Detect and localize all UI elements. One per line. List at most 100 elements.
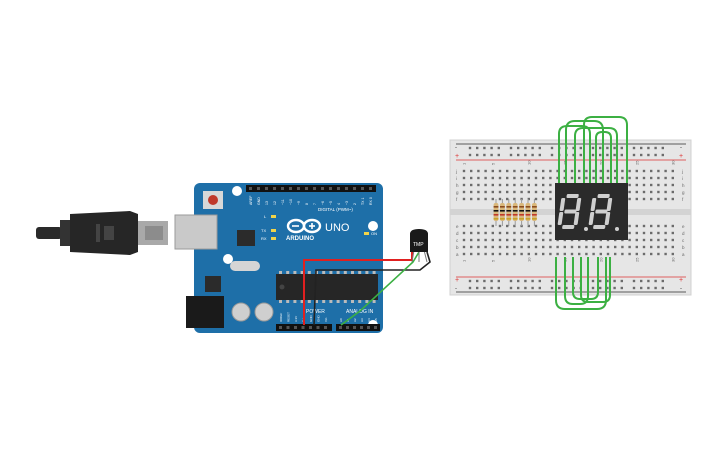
decimal-point bbox=[615, 227, 619, 231]
header-pin[interactable] bbox=[249, 187, 252, 190]
column-number: 25 bbox=[634, 257, 639, 262]
row-letter: i bbox=[456, 176, 457, 181]
pin-label: 8 bbox=[305, 203, 309, 205]
header-pin[interactable] bbox=[273, 187, 276, 190]
power-label: POWER bbox=[306, 309, 325, 315]
digital-header-label: DIGITAL (PWM~) bbox=[318, 207, 353, 212]
display-digit bbox=[588, 194, 619, 231]
wire-5v[interactable] bbox=[303, 252, 413, 325]
header-pin[interactable] bbox=[289, 187, 292, 190]
header-pin[interactable] bbox=[279, 326, 282, 329]
logo-text: ARDUINO bbox=[286, 236, 314, 242]
pin-label: GND bbox=[257, 197, 261, 205]
header-pin[interactable] bbox=[360, 326, 363, 329]
row-letter: b bbox=[456, 245, 459, 250]
segment-wires-bottom[interactable] bbox=[555, 257, 611, 310]
header-pin[interactable] bbox=[324, 326, 327, 329]
led-l bbox=[271, 215, 276, 218]
header-pin[interactable] bbox=[265, 187, 268, 190]
header-pin[interactable] bbox=[369, 187, 372, 190]
resistor[interactable] bbox=[519, 199, 524, 226]
seven-segment-display[interactable] bbox=[555, 183, 628, 240]
dc-power-jack bbox=[186, 296, 224, 328]
resistor[interactable] bbox=[512, 199, 518, 226]
header-pin[interactable] bbox=[301, 326, 305, 329]
sensor-body bbox=[410, 229, 428, 252]
capacitor bbox=[254, 302, 274, 322]
header-pin[interactable] bbox=[361, 187, 364, 190]
header-pin[interactable] bbox=[309, 326, 312, 329]
rail-plus-label: + bbox=[455, 277, 459, 284]
segment-wires-top[interactable] bbox=[558, 116, 628, 183]
segment bbox=[559, 198, 566, 211]
segment bbox=[597, 194, 610, 198]
pin-label: 13 bbox=[265, 201, 269, 205]
resistor[interactable] bbox=[506, 199, 512, 226]
resistor[interactable] bbox=[493, 199, 499, 226]
column-number: 10 bbox=[526, 160, 531, 165]
segment bbox=[606, 198, 613, 211]
atmega-chip bbox=[276, 271, 378, 303]
row-letter: c bbox=[456, 238, 459, 243]
header-pin[interactable] bbox=[337, 187, 340, 190]
row-letter: g bbox=[682, 190, 685, 195]
led-rx bbox=[271, 237, 276, 240]
wire-gnd[interactable] bbox=[313, 251, 431, 326]
header-pin[interactable] bbox=[353, 326, 356, 329]
segment bbox=[588, 212, 595, 225]
segment bbox=[557, 212, 564, 225]
header-pin[interactable] bbox=[367, 326, 370, 329]
column-number: 5 bbox=[490, 259, 495, 262]
wire-signal[interactable] bbox=[340, 251, 420, 326]
column-number: 20 bbox=[598, 257, 603, 262]
resistor-array[interactable] bbox=[493, 199, 537, 226]
header-pin[interactable] bbox=[339, 326, 342, 329]
column-number: 1 bbox=[462, 162, 467, 165]
capacitor bbox=[231, 302, 251, 322]
header-pin[interactable] bbox=[286, 326, 290, 329]
usb-cable[interactable] bbox=[36, 211, 168, 255]
row-letter: f bbox=[682, 197, 684, 202]
usb-cable-strain-relief bbox=[36, 227, 62, 239]
pin-label: A3 bbox=[360, 318, 364, 322]
pin-label: ~9 bbox=[297, 201, 301, 205]
column-number: 30 bbox=[670, 257, 675, 262]
column-number: 1 bbox=[462, 259, 467, 262]
header-pin[interactable] bbox=[374, 326, 377, 329]
rail-plus-label: + bbox=[679, 153, 683, 160]
led-tx bbox=[271, 229, 276, 232]
header-pin[interactable] bbox=[305, 187, 308, 190]
display-digit bbox=[557, 194, 588, 231]
header-pin[interactable] bbox=[294, 326, 297, 329]
row-letter: h bbox=[682, 183, 685, 188]
board-model: UNO bbox=[325, 222, 350, 234]
pin-label: RESET bbox=[287, 312, 291, 322]
header-pin[interactable] bbox=[257, 187, 260, 190]
resistor[interactable] bbox=[532, 199, 537, 226]
header-pin[interactable] bbox=[313, 187, 316, 190]
row-letter: h bbox=[456, 183, 459, 188]
pin-label: RX 0 bbox=[369, 197, 373, 205]
header-pin[interactable] bbox=[321, 187, 324, 190]
pin-label: GND bbox=[317, 315, 321, 323]
segment bbox=[564, 209, 577, 214]
pin-label: A4 bbox=[367, 318, 371, 322]
header-pin[interactable] bbox=[353, 187, 356, 190]
rail-minus-label: - bbox=[680, 145, 682, 151]
header-pin[interactable] bbox=[345, 187, 348, 190]
tmp-sensor[interactable]: TMP bbox=[410, 229, 428, 263]
led-label: L bbox=[264, 214, 267, 219]
pin-label: ~10 bbox=[289, 199, 293, 205]
segment bbox=[575, 198, 582, 211]
header-pin[interactable] bbox=[346, 326, 349, 329]
resistor[interactable] bbox=[525, 199, 531, 226]
header-pin[interactable] bbox=[281, 187, 284, 190]
header-pin[interactable] bbox=[297, 187, 300, 190]
header-pin[interactable] bbox=[316, 326, 320, 329]
header-pin[interactable] bbox=[329, 187, 332, 190]
column-number: 25 bbox=[634, 160, 639, 165]
resistor[interactable] bbox=[500, 199, 505, 226]
